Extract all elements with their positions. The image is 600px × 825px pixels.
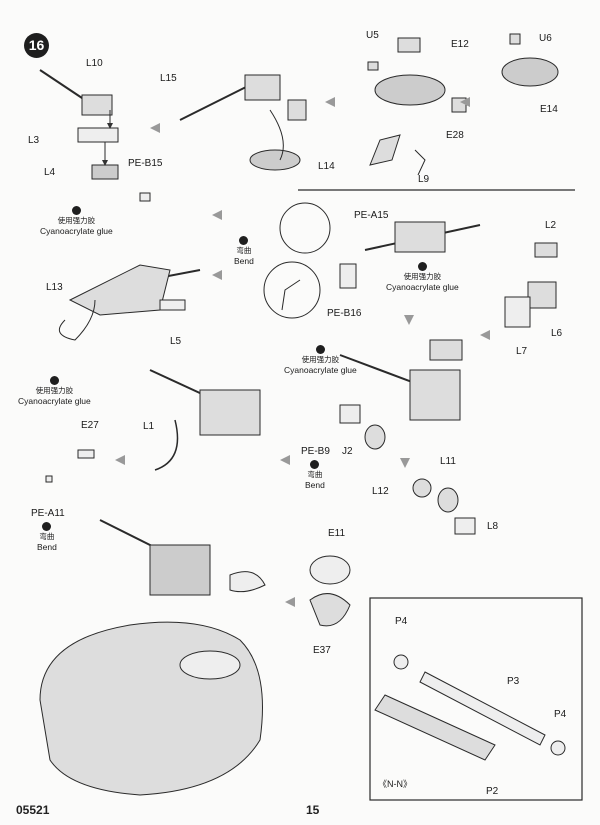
part-label: U6 [539, 33, 552, 44]
part-label: PE-B9 [301, 446, 330, 457]
part-label: P4 [395, 616, 408, 627]
part-label: L8 [487, 521, 499, 532]
bend-icon [42, 522, 52, 531]
part-label: E27 [81, 420, 99, 431]
glue-note: 使用强力胶 Cyanoacrylate glue [284, 345, 357, 375]
glue-icon [417, 262, 427, 271]
bend-note: 弯曲 Bend [305, 460, 325, 490]
part-label: J2 [342, 446, 353, 457]
part-label: L11 [440, 456, 456, 467]
part-label: E28 [446, 130, 464, 141]
part-label: PE-B16 [327, 308, 362, 319]
part-label: E37 [313, 645, 331, 656]
part-label: L2 [545, 220, 557, 231]
glue-icon [49, 376, 59, 385]
glue-icon [71, 206, 81, 215]
part-label: L9 [418, 174, 430, 185]
part-label: L10 [86, 58, 103, 69]
part-label: L5 [170, 336, 182, 347]
part-label: L14 [318, 161, 335, 172]
bend-note: 弯曲 Bend [234, 236, 254, 266]
part-label: L4 [44, 167, 56, 178]
part-label: L15 [160, 73, 177, 84]
glue-note: 使用强力胶 Cyanoacrylate glue [18, 376, 91, 406]
part-label: E12 [451, 39, 469, 50]
part-label: P2 [486, 786, 499, 797]
part-label: L3 [28, 135, 40, 146]
part-label: L13 [46, 282, 63, 293]
part-label: L6 [551, 328, 563, 339]
glue-icon [315, 345, 325, 354]
page-number: 15 [306, 803, 320, 817]
product-code: 05521 [16, 803, 50, 817]
part-label: L12 [372, 486, 389, 497]
bend-icon [310, 460, 320, 469]
glue-note: 使用强力胶 Cyanoacrylate glue [386, 262, 459, 292]
section-label: 《N-N》 [378, 779, 412, 789]
part-label: P4 [554, 709, 567, 720]
glue-note: 使用强力胶 Cyanoacrylate glue [40, 206, 113, 236]
part-label: E11 [328, 528, 346, 539]
part-label: P3 [507, 676, 520, 687]
part-label: U5 [366, 30, 379, 41]
part-label: E14 [540, 104, 558, 115]
part-label: L7 [516, 346, 528, 357]
part-label: PE-A15 [354, 210, 389, 221]
part-label: L1 [143, 421, 155, 432]
part-label: PE-A11 [31, 508, 65, 519]
bend-icon [239, 236, 249, 245]
step-number-badge: 16 [24, 33, 49, 58]
bend-note: 弯曲 Bend [37, 522, 57, 552]
part-label: PE-B15 [128, 158, 163, 169]
